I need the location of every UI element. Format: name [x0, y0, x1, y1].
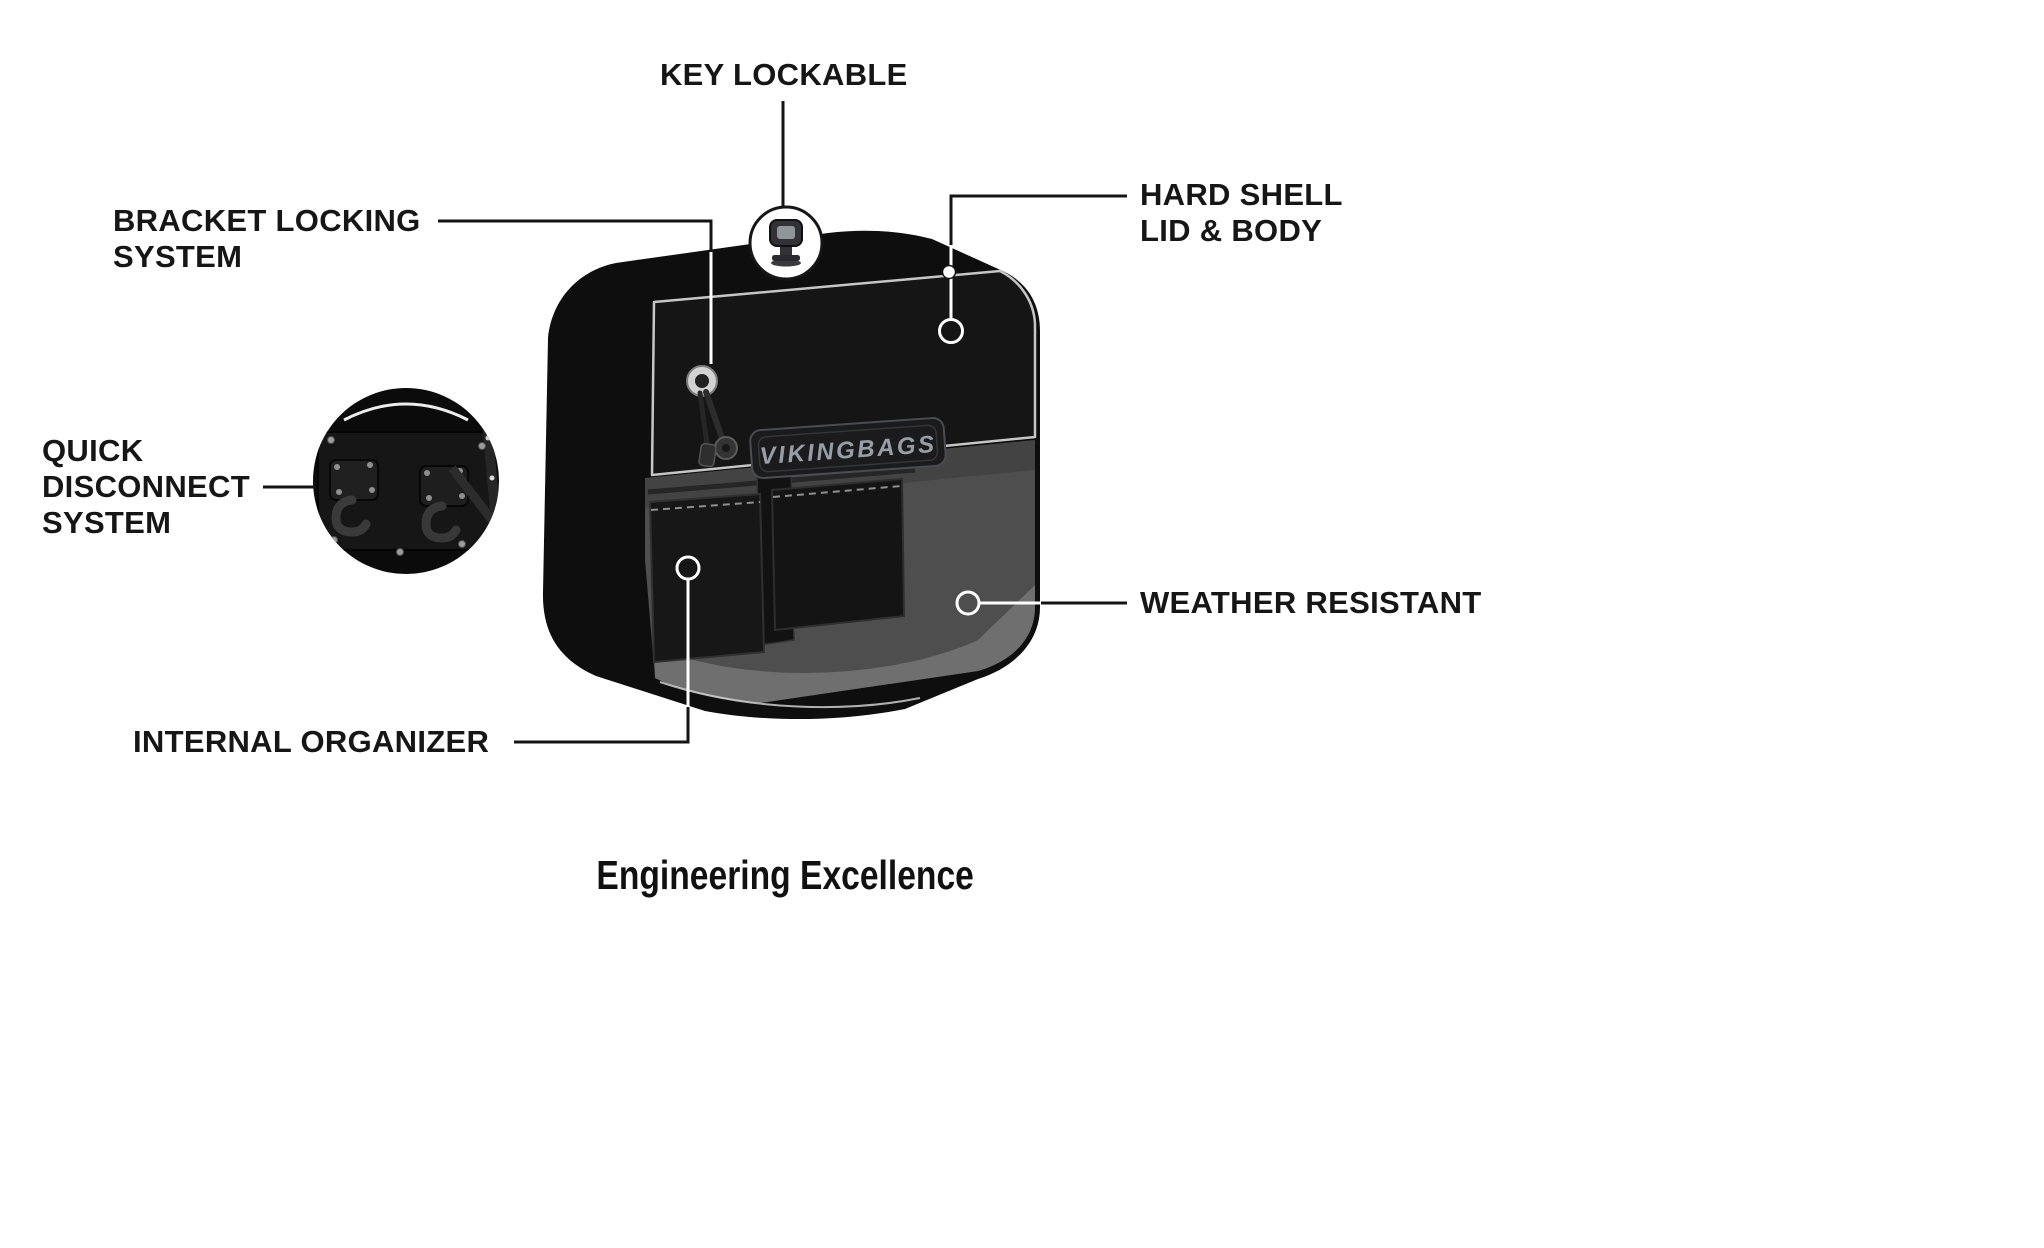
page-title: Engineering Excellence [0, 852, 1570, 899]
callout-quick-disconnect-system: QUICK DISCONNECT SYSTEM [42, 433, 250, 540]
bracket-hook-left [331, 495, 371, 537]
pocket-left-stitching [650, 501, 761, 511]
callout-internal-organizer: INTERNAL ORGANIZER [133, 724, 490, 759]
organizer-pocket-left [648, 492, 766, 664]
keyhole-icon [686, 365, 738, 468]
line-internal-organizer [514, 707, 690, 744]
pocket-right-stitching [772, 485, 902, 498]
key-lock-icon [748, 205, 824, 281]
callout-key-lockable: KEY LOCKABLE [660, 57, 908, 92]
brand-badge: VIKINGBAGS [749, 417, 947, 479]
quick-disconnect-inset [313, 388, 499, 574]
saddlebag-illustration: VIKINGBAGS [542, 230, 1040, 720]
page-title-text: Engineering Excellence [596, 852, 974, 898]
callout-weather-resistant: WEATHER RESISTANT [1140, 585, 1482, 620]
inset-handle-outline [343, 402, 469, 422]
line-bracket-locking [438, 219, 713, 252]
bracket-hook-right [421, 501, 461, 543]
marker-hard-shell-lid [941, 264, 957, 280]
marker-weather-resistant [955, 590, 981, 616]
marker-hard-shell-body [938, 318, 964, 344]
organizer-pocket-right [770, 477, 906, 632]
interior-floor [655, 585, 1035, 703]
connector-lines [263, 101, 1127, 744]
line-hard-shell [949, 194, 1127, 245]
marker-internal-organizer [675, 555, 701, 581]
callout-hard-shell-lid-body: HARD SHELL LID & BODY [1140, 177, 1343, 248]
callout-bracket-locking-system: BRACKET LOCKING SYSTEM [113, 203, 421, 274]
lid-bottom-highlight [659, 681, 921, 709]
